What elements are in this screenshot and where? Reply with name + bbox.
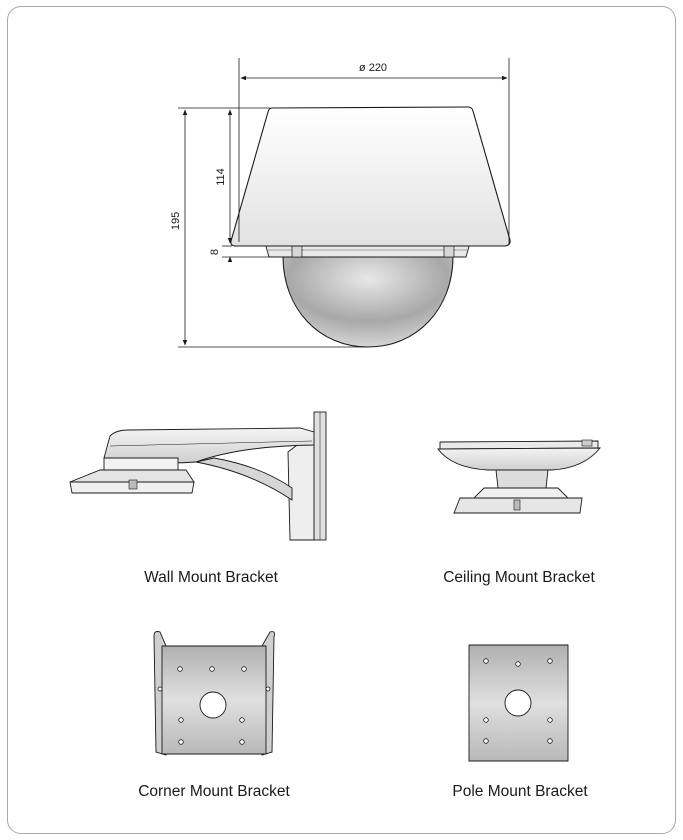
dome-camera xyxy=(230,106,511,348)
pole-mount-caption: Pole Mount Bracket xyxy=(452,783,588,800)
figure-frame xyxy=(7,6,676,834)
camera-dome xyxy=(282,255,454,348)
ceiling-mount-caption: Ceiling Mount Bracket xyxy=(443,569,595,586)
wall-mount-caption: Wall Mount Bracket xyxy=(144,569,278,586)
diameter-label: ø 220 xyxy=(359,62,387,74)
corner-mount-caption: Corner Mount Bracket xyxy=(138,783,290,800)
wall-mount-bracket-drawing xyxy=(69,411,327,541)
ceiling-mount-bracket-drawing xyxy=(437,439,601,514)
total-height-label: 195 xyxy=(170,212,182,230)
camera-housing xyxy=(230,106,511,247)
dimension-lines xyxy=(178,58,510,348)
pole-mount-bracket-drawing xyxy=(468,644,569,762)
corner-mount-bracket-drawing xyxy=(153,631,275,756)
housing-height-label: 114 xyxy=(215,168,227,186)
gap-label: 8 xyxy=(209,249,221,255)
